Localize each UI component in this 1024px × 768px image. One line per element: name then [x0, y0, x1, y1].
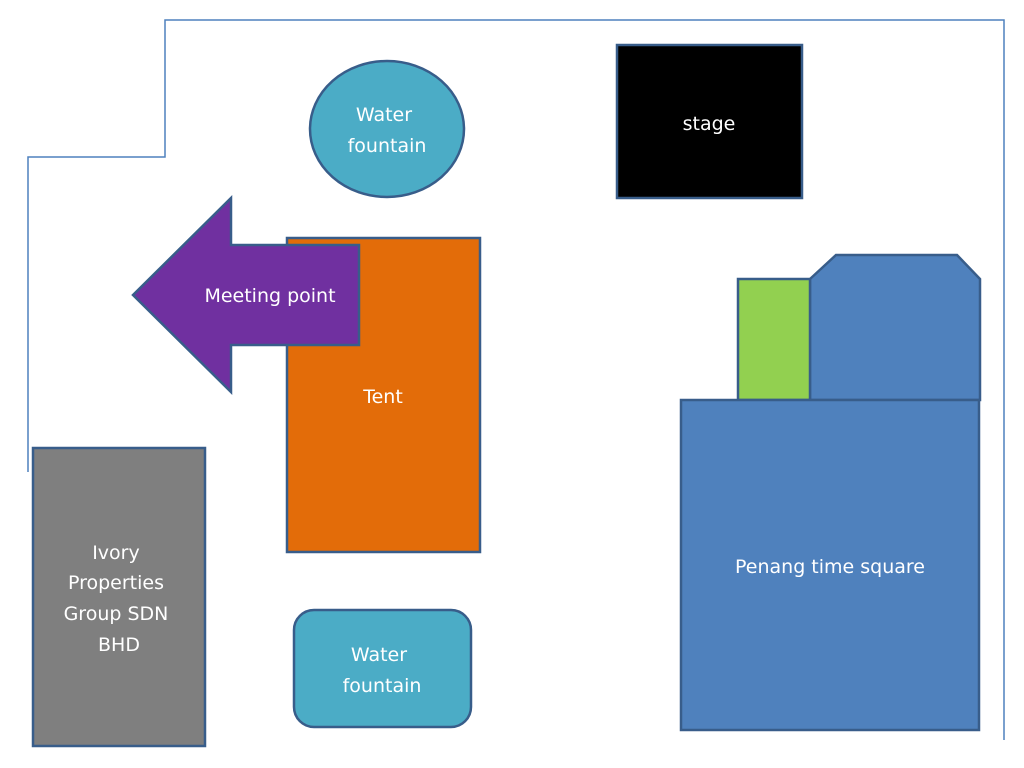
penang-time-square-tower: [808, 253, 982, 402]
water-fountain-top: Water fountain: [308, 59, 466, 199]
ivory-properties-shape: [31, 446, 207, 748]
site-boundary: [27, 19, 1005, 740]
ivory-properties-label-1: Ivory: [92, 542, 140, 564]
water-fountain-bottom: Water fountain: [292, 608, 473, 729]
penang-time-square-label: Penang time square: [735, 556, 925, 578]
water-fountain-top-shape: [308, 59, 466, 199]
water-fountain-bottom-label-2: fountain: [343, 675, 422, 697]
water-fountain-top-label-2: fountain: [348, 135, 427, 157]
penang-time-square: Penang time square: [679, 253, 982, 732]
meeting-point-arrow: Meeting point: [131, 195, 361, 395]
stage-shape: [615, 43, 804, 200]
meeting-point-label: Meeting point: [204, 285, 335, 307]
svg-text:Ivory Properties G: Ivory Properties Group SDN BHD: [64, 542, 175, 656]
penang-time-square-main-block: [679, 398, 981, 732]
ivory-properties-label-2: Properties: [68, 572, 164, 594]
water-fountain-bottom-shape: [292, 608, 473, 729]
ivory-properties-building: Ivory Properties Group SDN BHD: [31, 446, 207, 748]
green-annex: [736, 277, 812, 402]
stage-label: stage: [683, 113, 736, 135]
ivory-properties-label-3: Group SDN: [64, 603, 169, 625]
svg-text:Water fountain: Water fountain: [343, 644, 422, 697]
water-fountain-top-label-1: Water: [356, 104, 412, 126]
stage: stage: [615, 43, 804, 200]
ivory-properties-label-4: BHD: [98, 634, 140, 656]
tent-label: Tent: [362, 386, 403, 408]
svg-text:Water fountain: Water fountain: [348, 104, 427, 157]
water-fountain-bottom-label-1: Water: [351, 644, 407, 666]
meeting-point-arrow-shape: [131, 195, 361, 395]
